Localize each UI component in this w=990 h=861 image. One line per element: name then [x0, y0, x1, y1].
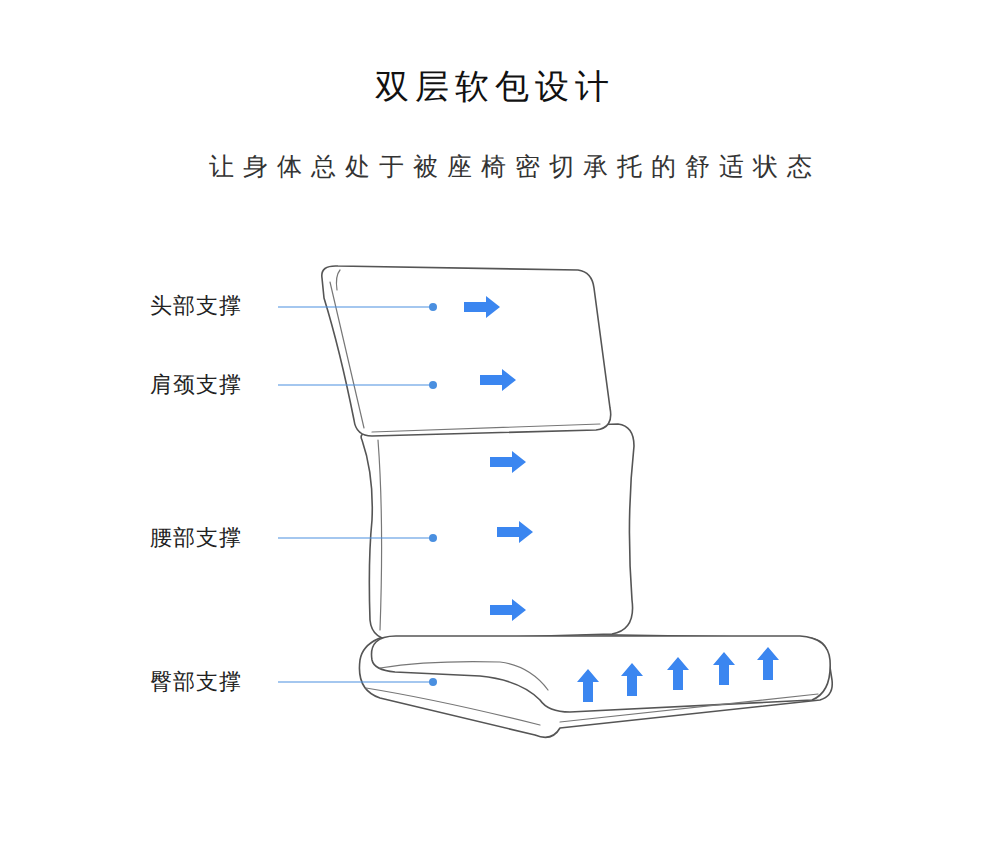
lower-back-pad [361, 424, 634, 640]
leader-line [278, 681, 433, 682]
leader-lines [278, 307, 433, 682]
upper-back-pad [322, 266, 611, 436]
leader-dot [429, 381, 437, 389]
upper-back-seam [336, 270, 340, 290]
subtitle: 让身体总处于被座椅密切承托的舒适状态 [209, 152, 821, 182]
seat-fold [380, 662, 548, 690]
upper-back-side [330, 282, 364, 428]
leader-dot [429, 678, 437, 686]
lower-back-side [378, 440, 382, 630]
leader-line [278, 306, 433, 307]
title: 双层软包设计 [375, 66, 615, 107]
pressure-arrow [667, 657, 689, 690]
leader-dots [429, 303, 437, 686]
part-label: 头部支撑 [150, 293, 242, 319]
part-label: 臀部支撑 [150, 669, 242, 695]
seat-base [359, 632, 832, 737]
pressure-arrow [757, 647, 779, 680]
pad-seam [372, 424, 600, 432]
leader-dot [429, 534, 437, 542]
support-arrows [464, 296, 779, 702]
pressure-arrow [490, 599, 526, 621]
part-label: 肩颈支撑 [150, 372, 242, 398]
chair-outline [322, 266, 832, 737]
pressure-arrow [577, 669, 599, 702]
pressure-arrow [713, 652, 735, 685]
pressure-arrow [490, 451, 526, 473]
seat-base-edge [366, 688, 540, 725]
part-label: 腰部支撑 [150, 525, 242, 551]
chair-sketch-lines [330, 270, 818, 725]
pressure-arrow [464, 296, 500, 318]
seat-front-edge [560, 694, 818, 722]
pressure-arrow [497, 521, 533, 543]
pressure-arrow [480, 369, 516, 391]
leader-line [278, 537, 433, 538]
leader-line [278, 384, 433, 385]
leader-dot [429, 303, 437, 311]
pressure-arrow [621, 663, 643, 696]
